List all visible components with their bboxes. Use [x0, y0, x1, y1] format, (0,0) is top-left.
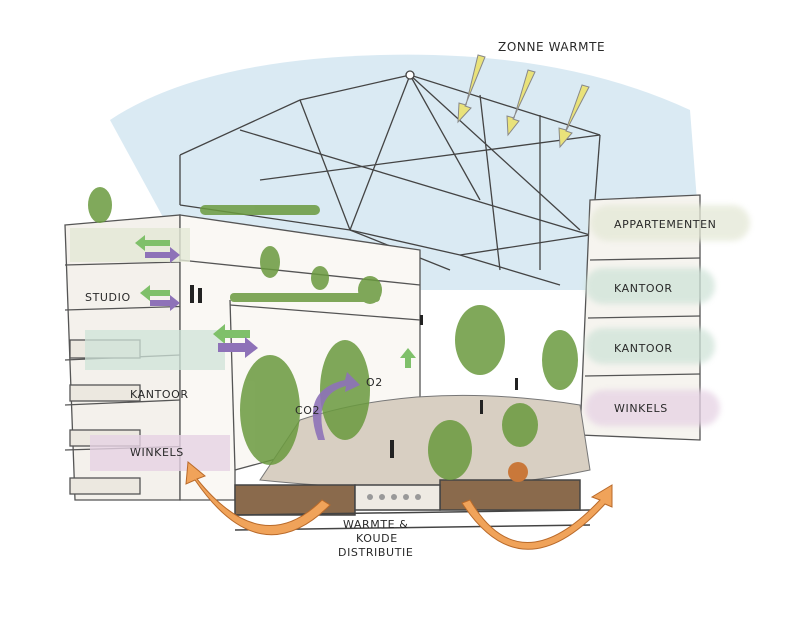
basement-structure: [234, 479, 591, 531]
label-co2: CO2: [295, 404, 321, 417]
solar-heat-arrows: [457, 54, 590, 149]
label-warmte-1: WARMTE &: [343, 518, 409, 531]
office-band-left: [85, 330, 225, 370]
heat-arrow-left: [185, 461, 331, 536]
label-studio: STUDIO: [85, 291, 131, 304]
label-appartementen: APPARTEMENTEN: [614, 218, 717, 231]
label-winkels-left: WINKELS: [130, 446, 184, 459]
label-kantoor-right-1: KANTOOR: [614, 282, 673, 295]
label-o2: O2: [366, 376, 383, 389]
apartment-band-right: [590, 205, 750, 241]
co2-o2-cycle-arrow: [312, 372, 360, 440]
pumpkin-planter: [508, 462, 528, 482]
atrium-plants: [88, 187, 578, 480]
shop-band-left: [90, 435, 230, 471]
office-band-right-2: [585, 328, 715, 364]
heat-arrow-right: [461, 484, 613, 550]
label-warmte-3: DISTRIBUTIE: [338, 546, 414, 559]
label-kantoor-right-2: KANTOOR: [614, 342, 673, 355]
label-zonne-warmte: ZONNE WARMTE: [498, 40, 606, 54]
people: [190, 285, 518, 458]
right-building: [579, 194, 701, 441]
technical-units: [367, 494, 421, 500]
label-kantoor-left: KANTOOR: [130, 388, 189, 401]
office-band-right-1: [585, 268, 715, 304]
label-winkels-right: WINKELS: [614, 402, 668, 415]
air-exchange-arrows: [135, 235, 416, 368]
shop-band-right: [585, 390, 720, 426]
glass-roof: [179, 70, 601, 286]
label-warmte-2: KOUDE: [356, 532, 398, 545]
